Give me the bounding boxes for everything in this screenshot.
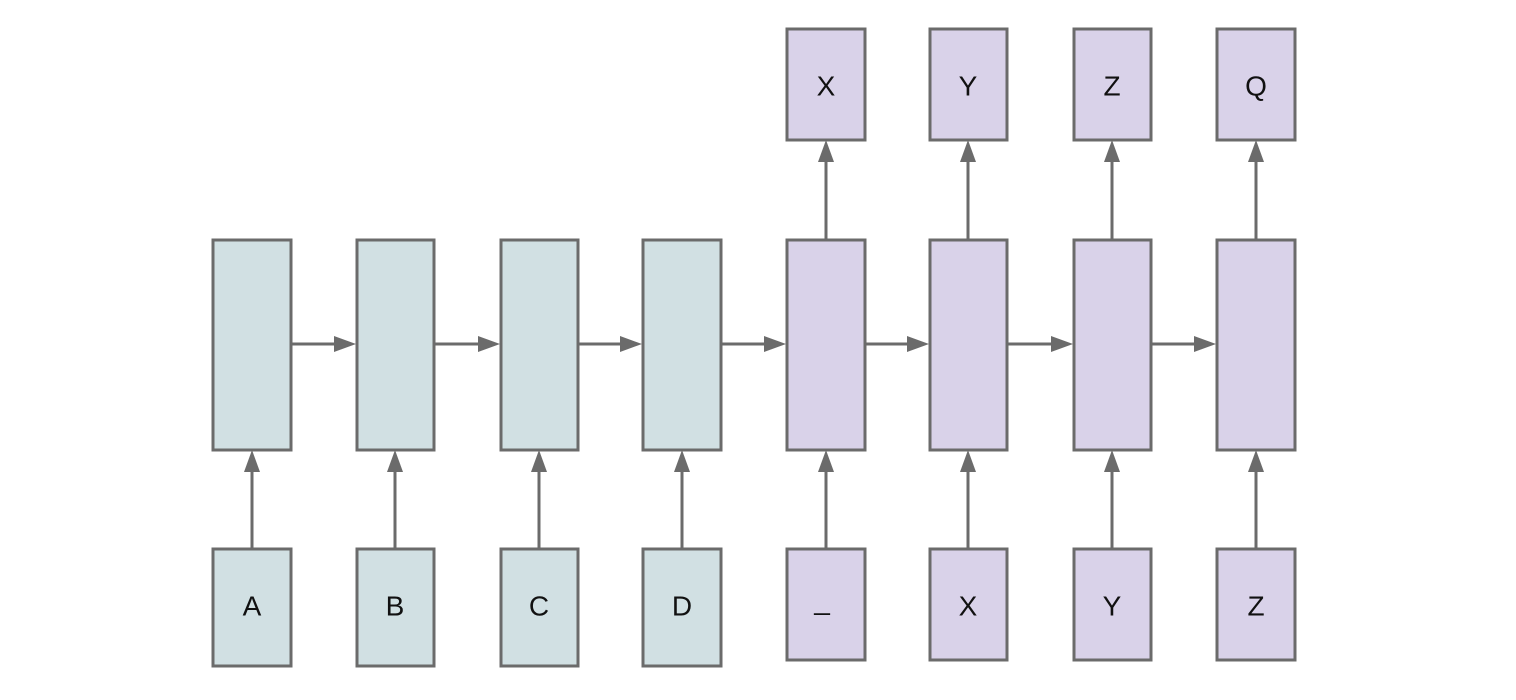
encoder-input-box	[211, 547, 293, 668]
decoder-output-label: Q	[1245, 71, 1267, 102]
input-arrow-head	[1248, 450, 1264, 472]
encoder-hidden-cell	[355, 238, 436, 452]
decoder-input-label: Z	[1247, 591, 1264, 622]
recurrent-arrow-head	[764, 336, 786, 352]
recurrent-arrow-head	[334, 336, 356, 352]
decoder-input-label: X	[959, 591, 978, 622]
input-arrow-head	[674, 450, 690, 472]
decoder-output-label: Y	[959, 71, 978, 102]
recurrent-arrow-head	[1194, 336, 1216, 352]
encoder-hidden-cell	[211, 238, 293, 452]
decoder-input-box	[1072, 547, 1153, 662]
decoder-hidden-cell	[1072, 238, 1153, 452]
recurrent-arrow-head	[1051, 336, 1073, 352]
decoder-output-label: X	[817, 71, 836, 102]
output-arrow-head	[960, 140, 976, 162]
input-arrow-head	[818, 450, 834, 472]
encoder-input-label: A	[243, 591, 262, 622]
recurrent-arrow-head	[620, 336, 642, 352]
encoder-input-label: C	[529, 591, 549, 622]
encoder-input-box	[641, 547, 723, 668]
decoder-input-label: _	[813, 585, 830, 616]
decoder-output-label: Z	[1103, 71, 1120, 102]
input-arrow-head	[1104, 450, 1120, 472]
encoder-input-box	[499, 547, 580, 668]
output-arrow-head	[818, 140, 834, 162]
input-arrow-head	[960, 450, 976, 472]
input-arrow-head	[244, 450, 260, 472]
recurrent-arrow-head	[907, 336, 929, 352]
output-arrow-head	[1248, 140, 1264, 162]
decoder-output-box	[1072, 27, 1153, 142]
input-arrow-head	[387, 450, 403, 472]
decoder-input-box	[928, 547, 1009, 662]
input-arrow-head	[531, 450, 547, 472]
decoder-hidden-cell	[928, 238, 1009, 452]
output-arrow-head	[1104, 140, 1120, 162]
decoder-output-box	[785, 27, 867, 142]
encoder-input-box	[355, 547, 436, 668]
recurrent-arrow-head	[478, 336, 500, 352]
encoder-input-label: D	[672, 591, 692, 622]
encoder-hidden-cell	[641, 238, 723, 452]
decoder-hidden-cell	[1215, 238, 1297, 452]
decoder-input-box	[1215, 547, 1297, 662]
decoder-input-label: Y	[1103, 591, 1122, 622]
encoder-hidden-cell	[499, 238, 580, 452]
decoder-hidden-cell	[785, 238, 867, 452]
encoder-input-label: B	[386, 591, 405, 622]
decoder-output-box	[928, 27, 1009, 142]
